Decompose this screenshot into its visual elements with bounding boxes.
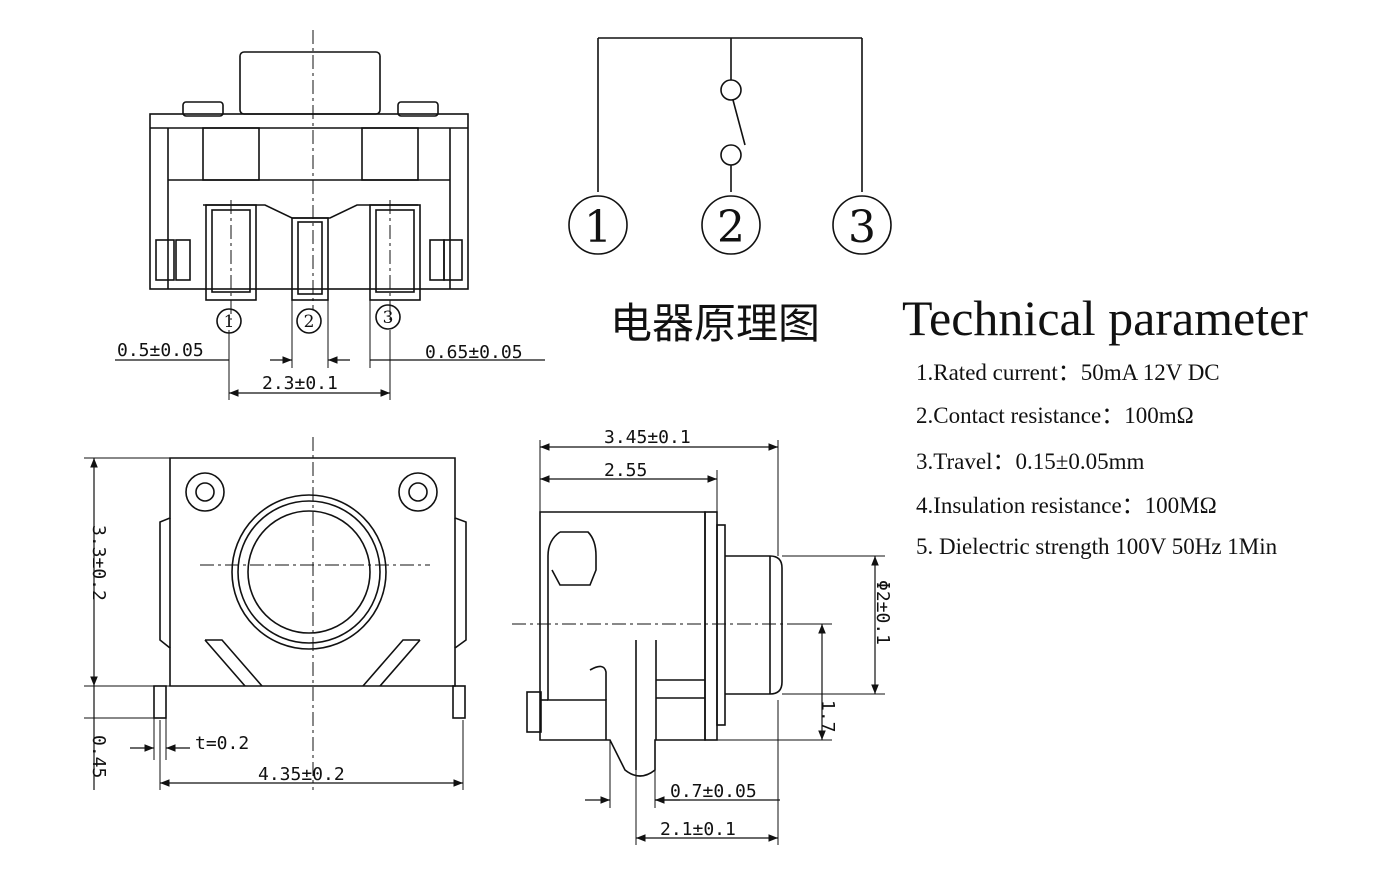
dim-actuator-diameter: Φ2±0.1	[872, 580, 893, 645]
dim-post-length: 2.1±0.1	[660, 819, 736, 840]
dim-length: 3.45±0.1	[604, 427, 691, 448]
spec-insulation-resistance: 4.Insulation resistance：100MΩ	[916, 493, 1217, 518]
schematic-pin-2: 2	[717, 202, 745, 253]
dim-pin-width: 0.5±0.05	[117, 340, 204, 361]
circuit-schematic	[568, 37, 892, 255]
spec-rated-current: 1.Rated current：50mA 12V DC	[916, 360, 1220, 385]
bottom-view-pin-1: 1	[224, 312, 235, 332]
schematic-pin-1: 1	[584, 202, 612, 253]
bottom-view-pin-2: 2	[304, 312, 315, 332]
heading-chinese: 电器原理图	[610, 299, 820, 348]
bottom-view	[115, 30, 545, 400]
schematic-pin-3: 3	[848, 202, 876, 253]
dim-foot: 0.45	[88, 735, 109, 778]
dim-height: 3.3±0.2	[88, 525, 109, 601]
dim-pin-offset: 0.65±0.05	[425, 342, 523, 363]
dim-body: 2.55	[604, 460, 647, 481]
dim-thickness: t=0.2	[195, 733, 249, 754]
spec-dielectric-strength: 5. Dielectric strength 100V 50Hz 1Min	[916, 534, 1278, 559]
dim-post-width: 0.7±0.05	[670, 781, 757, 802]
front-view	[84, 437, 467, 790]
spec-travel: 3.Travel：0.15±0.05mm	[916, 449, 1144, 474]
dim-pin-pitch: 2.3±0.1	[262, 373, 338, 394]
dim-actuator-height: 1.7	[817, 700, 838, 733]
dim-width: 4.35±0.2	[258, 764, 345, 785]
spec-contact-resistance: 2.Contact resistance：100mΩ	[916, 403, 1194, 428]
heading-technical-parameter: Technical parameter	[902, 290, 1308, 346]
bottom-view-pin-3: 3	[383, 308, 394, 328]
side-view	[512, 440, 885, 845]
